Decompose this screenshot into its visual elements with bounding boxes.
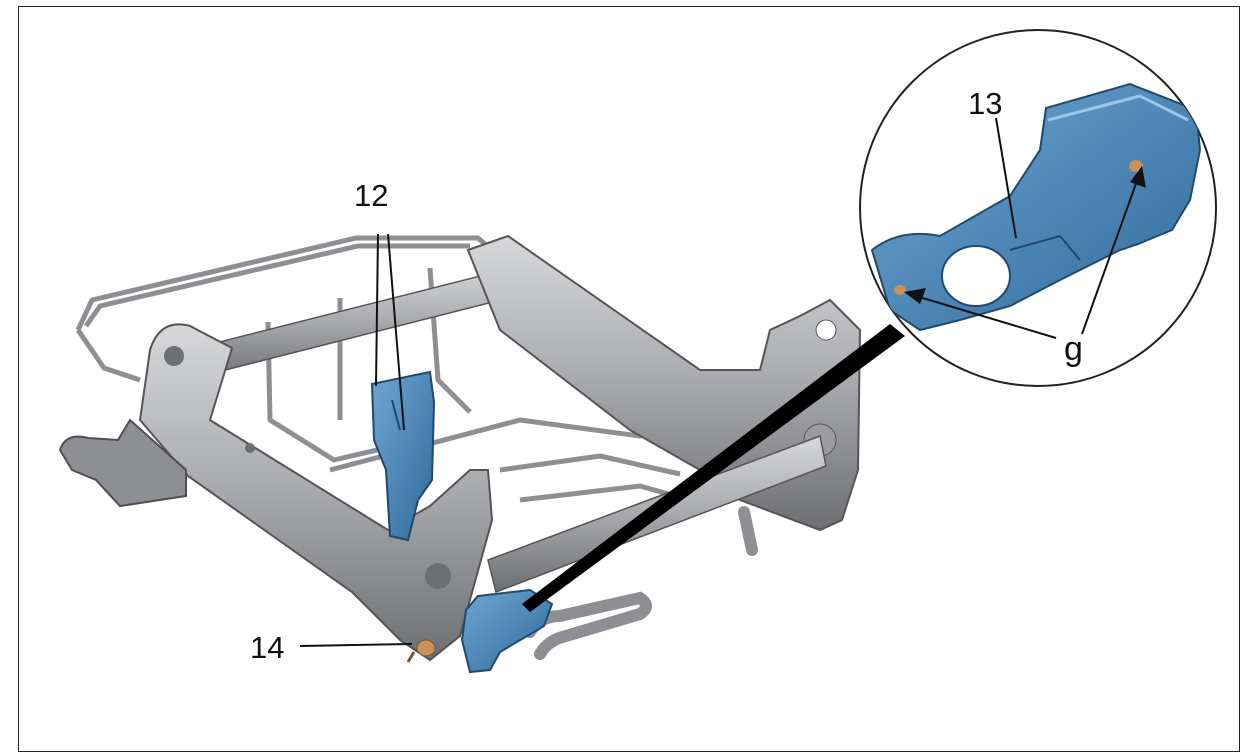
right-side-member <box>466 234 862 532</box>
rear-hook-bracket <box>58 418 187 508</box>
part-14-fastener <box>406 639 436 663</box>
arrow-g2 <box>1130 166 1146 188</box>
part-12-bracket <box>370 370 436 542</box>
zoom-leader <box>522 324 905 612</box>
leader-12b <box>387 233 405 431</box>
callout-g: g <box>1064 330 1083 368</box>
arrow-g1 <box>904 288 926 304</box>
left-side-member <box>138 323 494 662</box>
leader-13 <box>995 117 1017 239</box>
leader-lines <box>299 117 1139 647</box>
callout-12: 12 <box>354 178 389 213</box>
leader-g2 <box>1081 177 1139 335</box>
callout-14: 14 <box>250 630 285 665</box>
callout-13: 13 <box>968 86 1003 121</box>
leader-12a <box>375 233 379 387</box>
leader-g1 <box>915 295 1057 339</box>
part-13-detail <box>870 82 1202 332</box>
rear-cross-tube <box>179 265 525 381</box>
leader-14 <box>299 643 413 647</box>
